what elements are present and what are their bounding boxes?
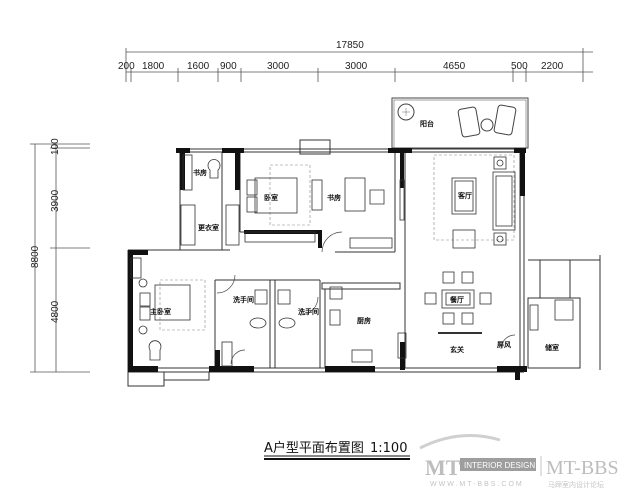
room-label-balcony: 阳台 [420, 119, 434, 128]
room-label-bathroom-2: 洗手间 [298, 307, 319, 316]
room-label-study: 书房 [327, 193, 341, 202]
dashed-zones [159, 154, 515, 331]
dim-top-total: 17850 [336, 40, 364, 51]
doors [216, 231, 516, 365]
top-dimension-chain [125, 48, 593, 82]
room-label-bedroom: 卧室 [264, 193, 278, 202]
dim-top-seg: 4650 [443, 61, 466, 72]
drawing-title: A户型平面布置图 1:100 [264, 440, 410, 460]
dim-top-seg: 3000 [267, 61, 290, 72]
room-label-walk-in-closet: 更衣室 [198, 223, 219, 232]
dim-left-seg: 4800 [50, 300, 61, 323]
watermark-site: WWW.MT-BBS.COM [430, 481, 524, 488]
watermark: MT INTERIOR DESIGN WWW.MT-BBS.COM MT-BBS… [419, 434, 619, 489]
watermark-forum: MT-BBS [546, 457, 619, 479]
dim-left-total: 8800 [30, 245, 41, 268]
furniture [130, 154, 574, 367]
room-label-dining-room: 餐厅 [449, 295, 464, 304]
walls-thick [128, 148, 527, 380]
room-label-bathroom-1: 洗手间 [233, 295, 254, 304]
dim-top-seg: 900 [220, 61, 237, 72]
watermark-tag: INTERIOR DESIGN [464, 461, 535, 470]
room-label-foyer: 玄关 [450, 345, 464, 354]
drawing-scale: 1:100 [370, 441, 407, 456]
dim-top-seg: 500 [511, 61, 528, 72]
balcony [391, 97, 529, 149]
room-label-master-bedroom: 主卧室 [150, 307, 171, 316]
room-label-kitchen: 厨房 [357, 316, 371, 325]
watermark-brand: MT [425, 455, 461, 480]
dim-top-seg: 1600 [187, 61, 210, 72]
room-label-living-room: 客厅 [457, 191, 472, 200]
dim-left-seg: 3900 [50, 189, 61, 212]
dim-top-seg: 3000 [345, 61, 368, 72]
dim-left-seg: 100 [50, 138, 61, 155]
room-label-small-study: 书房 [193, 168, 207, 177]
left-dimension-chain [30, 143, 90, 373]
dim-top-seg: 2200 [541, 61, 564, 72]
walls-thin [127, 139, 601, 387]
drawing-title-text: A户型平面布置图 [264, 440, 364, 456]
dim-top-seg: 200 [118, 61, 135, 72]
watermark-forum-cn: 马蹄室内设计论坛 [548, 480, 604, 489]
dim-top-seg: 1800 [142, 61, 165, 72]
room-label-utility-room: 储室 [544, 343, 559, 352]
room-label-screen: 屏风 [496, 340, 511, 349]
